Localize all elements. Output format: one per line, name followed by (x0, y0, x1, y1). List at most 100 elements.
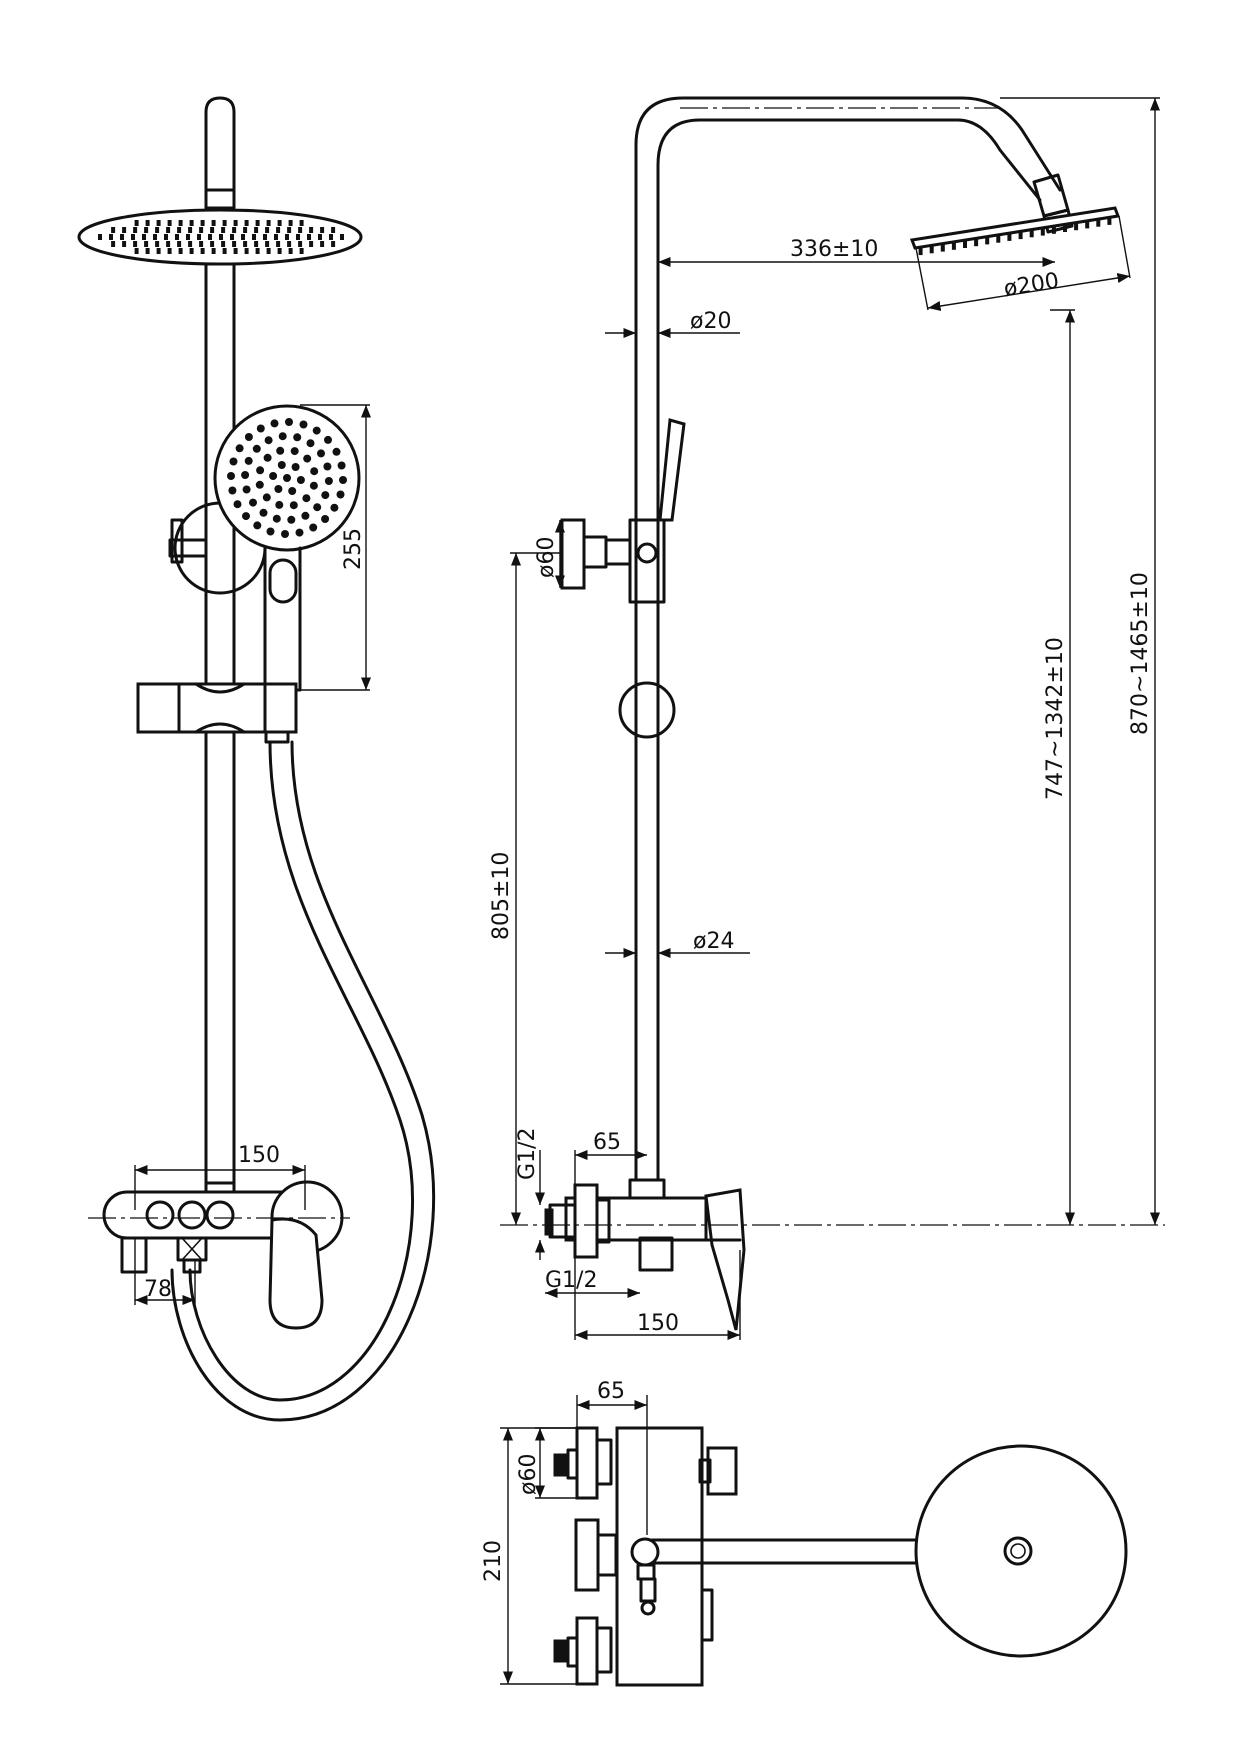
nozzle (189, 248, 194, 254)
nozzle (166, 227, 171, 233)
nozzle (211, 220, 216, 226)
top-inlet-upper (553, 1426, 613, 1500)
nozzle (233, 248, 238, 254)
nozzle (145, 248, 150, 254)
nozzle (1029, 229, 1034, 238)
nozzle (278, 432, 287, 441)
nozzle (111, 227, 116, 233)
side-dimensions (500, 97, 1165, 1341)
nozzle (199, 227, 204, 233)
nozzle (312, 426, 321, 435)
nozzle (266, 248, 271, 254)
nozzle (307, 234, 311, 240)
front-view: 255 150 78 (77, 96, 436, 1422)
nozzle (230, 234, 234, 240)
nozzle (262, 493, 271, 502)
nozzle (166, 241, 171, 247)
nozzle (228, 486, 237, 495)
nozzle (299, 248, 304, 254)
dim-65-top: 65 (597, 1379, 625, 1404)
dim-78: 78 (144, 1277, 172, 1302)
nozzle (303, 454, 312, 463)
nozzle (155, 227, 160, 233)
nozzle (134, 248, 139, 254)
nozzle (256, 424, 265, 433)
front-mixer (102, 1180, 344, 1330)
nozzle (133, 241, 138, 247)
head-connector (204, 188, 236, 210)
nozzle (309, 227, 314, 233)
nozzle (277, 220, 282, 226)
nozzle (309, 241, 314, 247)
nozzle (244, 248, 249, 254)
nozzle (219, 234, 223, 240)
nozzle (235, 444, 244, 453)
nozzle (337, 461, 346, 470)
dim-g12-top: G1/2 (515, 1128, 540, 1180)
nozzle (199, 241, 204, 247)
nozzle (244, 433, 253, 441)
nozzle (167, 248, 172, 254)
nozzle (222, 248, 227, 254)
nozzle (241, 234, 245, 240)
nozzle (281, 530, 289, 538)
nozzle (266, 220, 271, 226)
nozzle (321, 515, 330, 523)
nozzle (310, 467, 319, 476)
nozzle (265, 241, 270, 247)
nozzle (254, 241, 259, 247)
nozzle (229, 457, 238, 466)
nozzle (208, 234, 212, 240)
nozzle (164, 234, 168, 240)
nozzle (98, 234, 102, 240)
nozzle (1085, 220, 1090, 229)
nozzle (287, 227, 292, 233)
nozzle (133, 227, 138, 233)
front-dimensions (88, 404, 372, 1306)
rain-shower-head (77, 208, 363, 266)
nozzle (249, 498, 257, 507)
dim-upper-pipe: ø20 (690, 309, 731, 334)
nozzle (266, 527, 275, 536)
side-hand-shower (658, 418, 686, 522)
nozzle (1007, 232, 1012, 241)
nozzle (232, 241, 237, 247)
nozzle (221, 227, 226, 233)
nozzle (175, 234, 179, 240)
nozzle (270, 419, 279, 428)
nozzle (332, 447, 341, 456)
nozzle (298, 241, 303, 247)
nozzle (1018, 231, 1023, 240)
nozzle (306, 439, 315, 448)
top-dimensions (500, 1395, 648, 1685)
dim-210: 210 (481, 1540, 506, 1582)
nozzle (254, 227, 259, 233)
nozzle (1107, 216, 1112, 225)
nozzle (324, 477, 333, 485)
nozzle (265, 227, 270, 233)
dim-150-front: 150 (238, 1143, 280, 1168)
nozzle (186, 234, 190, 240)
nozzle (320, 227, 325, 233)
nozzle (200, 220, 205, 226)
nozzle (142, 234, 146, 240)
dim-336: 336±10 (790, 237, 878, 262)
nozzle (153, 234, 157, 240)
nozzle (233, 500, 242, 509)
nozzle (276, 446, 285, 455)
slide-clamp (136, 682, 298, 744)
nozzle (131, 234, 135, 240)
nozzle (242, 485, 251, 494)
dim-head-diameter: ø200 (1002, 269, 1061, 302)
nozzle (197, 234, 201, 240)
nozzle (156, 220, 161, 226)
nozzle (177, 241, 182, 247)
top-mixer-body (615, 1426, 704, 1687)
nozzle (259, 508, 268, 517)
dim-lower-pipe: ø24 (693, 929, 734, 954)
nozzle (309, 523, 318, 532)
nozzle (301, 511, 310, 520)
nozzle (283, 474, 291, 482)
nozzle (210, 241, 215, 247)
